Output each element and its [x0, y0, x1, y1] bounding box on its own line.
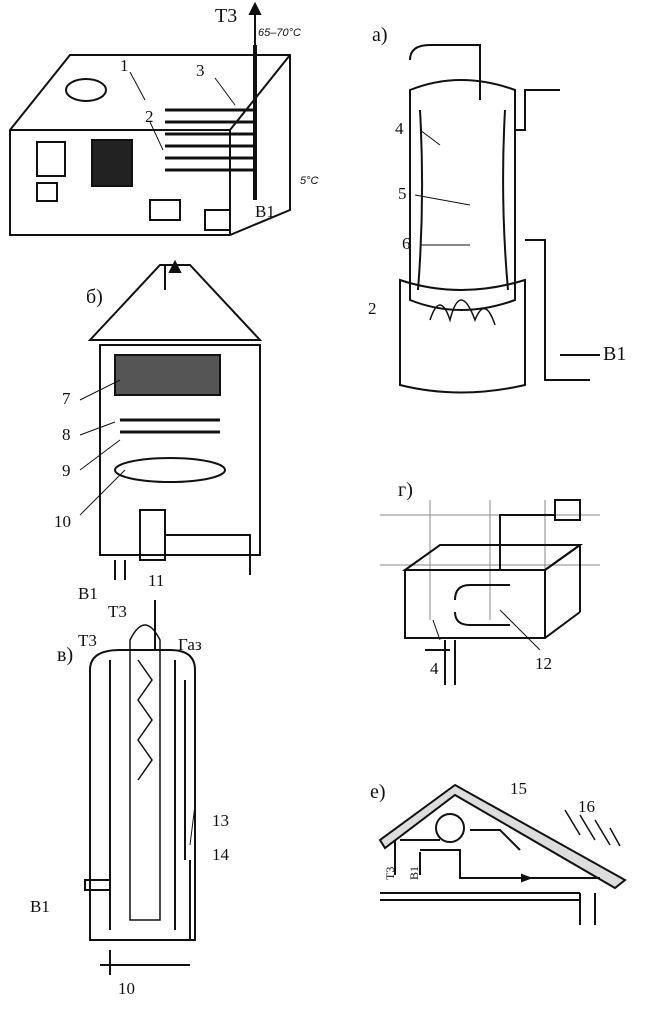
callout-3: 3	[196, 61, 205, 80]
callout-10: 10	[118, 979, 135, 998]
gas-label: Газ	[178, 635, 202, 654]
inlet-label: В1	[255, 202, 275, 221]
supply-label: Т3	[215, 5, 238, 27]
supply-label: Т3	[108, 602, 127, 621]
callout-1: 1	[120, 56, 129, 75]
figure-b-letter: б)	[86, 286, 103, 308]
solar-roof-heater-drawing	[378, 783, 627, 925]
callout-16: 16	[578, 797, 595, 816]
callout-9: 9	[62, 461, 71, 480]
figure-e-letter: е)	[370, 781, 386, 803]
inlet-label: В1	[30, 897, 50, 916]
stove-heater-drawing	[9, 1, 291, 236]
electric-tank-heater-drawing	[380, 499, 600, 685]
callout-7: 7	[62, 389, 71, 408]
gas-instant-heater-drawing	[87, 259, 263, 580]
callout-13: 13	[212, 811, 229, 830]
callout-10: 10	[54, 512, 71, 531]
callout-12: 12	[535, 654, 552, 673]
inlet-label: В1	[603, 343, 627, 365]
callout-14: 14	[212, 845, 229, 864]
callout-6: 6	[402, 234, 411, 253]
supply-label: Т3	[78, 631, 97, 650]
callout-11: 11	[148, 571, 165, 590]
figure-a-letter: а)	[372, 24, 388, 46]
callout-5: 5	[398, 184, 407, 203]
figure-g-letter: г)	[398, 479, 413, 501]
inlet-label: В1	[407, 865, 421, 880]
callout-2: 2	[368, 299, 377, 318]
callout-leaders	[79, 71, 541, 846]
figure-v-letter: в)	[57, 644, 74, 666]
callout-4: 4	[395, 119, 404, 138]
supply-label: Т3	[383, 866, 397, 880]
wood-column-heater-drawing	[399, 44, 600, 394]
gas-storage-heater-drawing	[84, 600, 196, 975]
callout-4: 4	[430, 659, 439, 678]
callout-2: 2	[145, 107, 154, 126]
supply-temperature: 65–70°C	[258, 27, 301, 39]
inlet-label: В1	[78, 584, 98, 603]
callout-8: 8	[62, 425, 71, 444]
callout-15: 15	[510, 779, 527, 798]
inlet-temperature: 5°C	[300, 175, 319, 187]
